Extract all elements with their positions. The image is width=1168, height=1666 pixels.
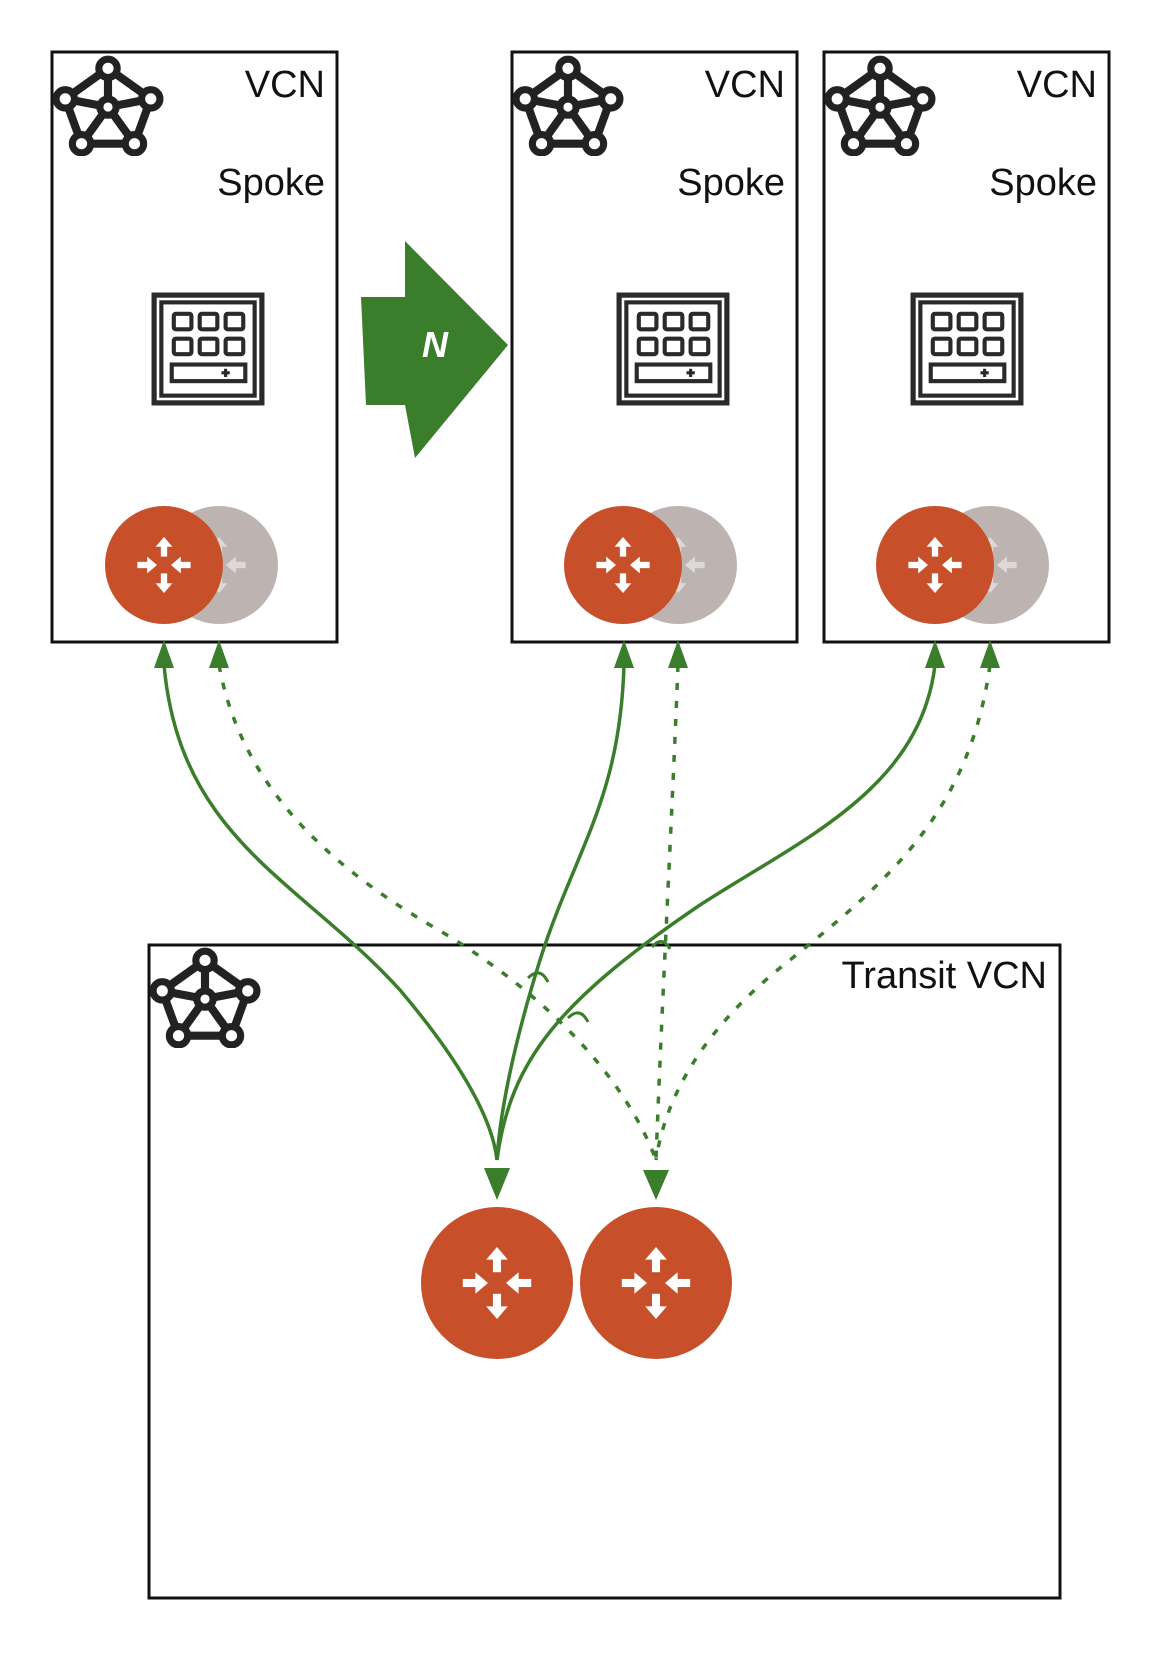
standby-link-spoke-2 [654, 664, 680, 1161]
transit-vcn: Transit VCN [147, 943, 1062, 1600]
standby-link-spoke-3 [654, 664, 992, 1161]
scale-out-arrow: N [361, 241, 508, 458]
transit-drg-router-2 [580, 1207, 732, 1359]
compute-app-icon [913, 295, 1021, 403]
spoke-drg-router [105, 506, 223, 624]
active-link-spoke-2 [495, 664, 626, 1161]
spoke-vcn-1: VCN Spoke [50, 50, 339, 644]
compute-app-icon [154, 295, 262, 403]
standby-links [217, 664, 992, 1161]
transit-vcn-label: Transit VCN [841, 955, 1047, 997]
active-links [162, 664, 937, 1161]
spoke-vcn-2: VCN Spoke [510, 50, 799, 644]
spoke-role-label: Spoke [677, 162, 785, 204]
spoke-drg-router [876, 506, 994, 624]
spoke-role-label: Spoke [989, 162, 1097, 204]
compute-app-icon [619, 295, 727, 403]
standby-link-spoke-1 [217, 664, 658, 1161]
active-link-spoke-3 [495, 664, 937, 1161]
transit-drg-router-1 [421, 1207, 573, 1359]
vcn-network-icon [153, 951, 257, 1045]
scale-count-label: N [422, 324, 449, 365]
spoke-vcn-label: VCN [705, 64, 785, 106]
spoke-vcn-label: VCN [1017, 64, 1097, 106]
active-link-arrowheads [154, 640, 945, 1200]
spoke-drg-router [564, 506, 682, 624]
standby-link-arrowheads [209, 640, 1000, 1200]
spoke-vcn-3: VCN Spoke [822, 50, 1111, 644]
active-link-spoke-1 [162, 664, 499, 1161]
link-crossing-hops [526, 940, 672, 1023]
spoke-role-label: Spoke [217, 162, 325, 204]
spoke-vcn-label: VCN [245, 64, 325, 106]
